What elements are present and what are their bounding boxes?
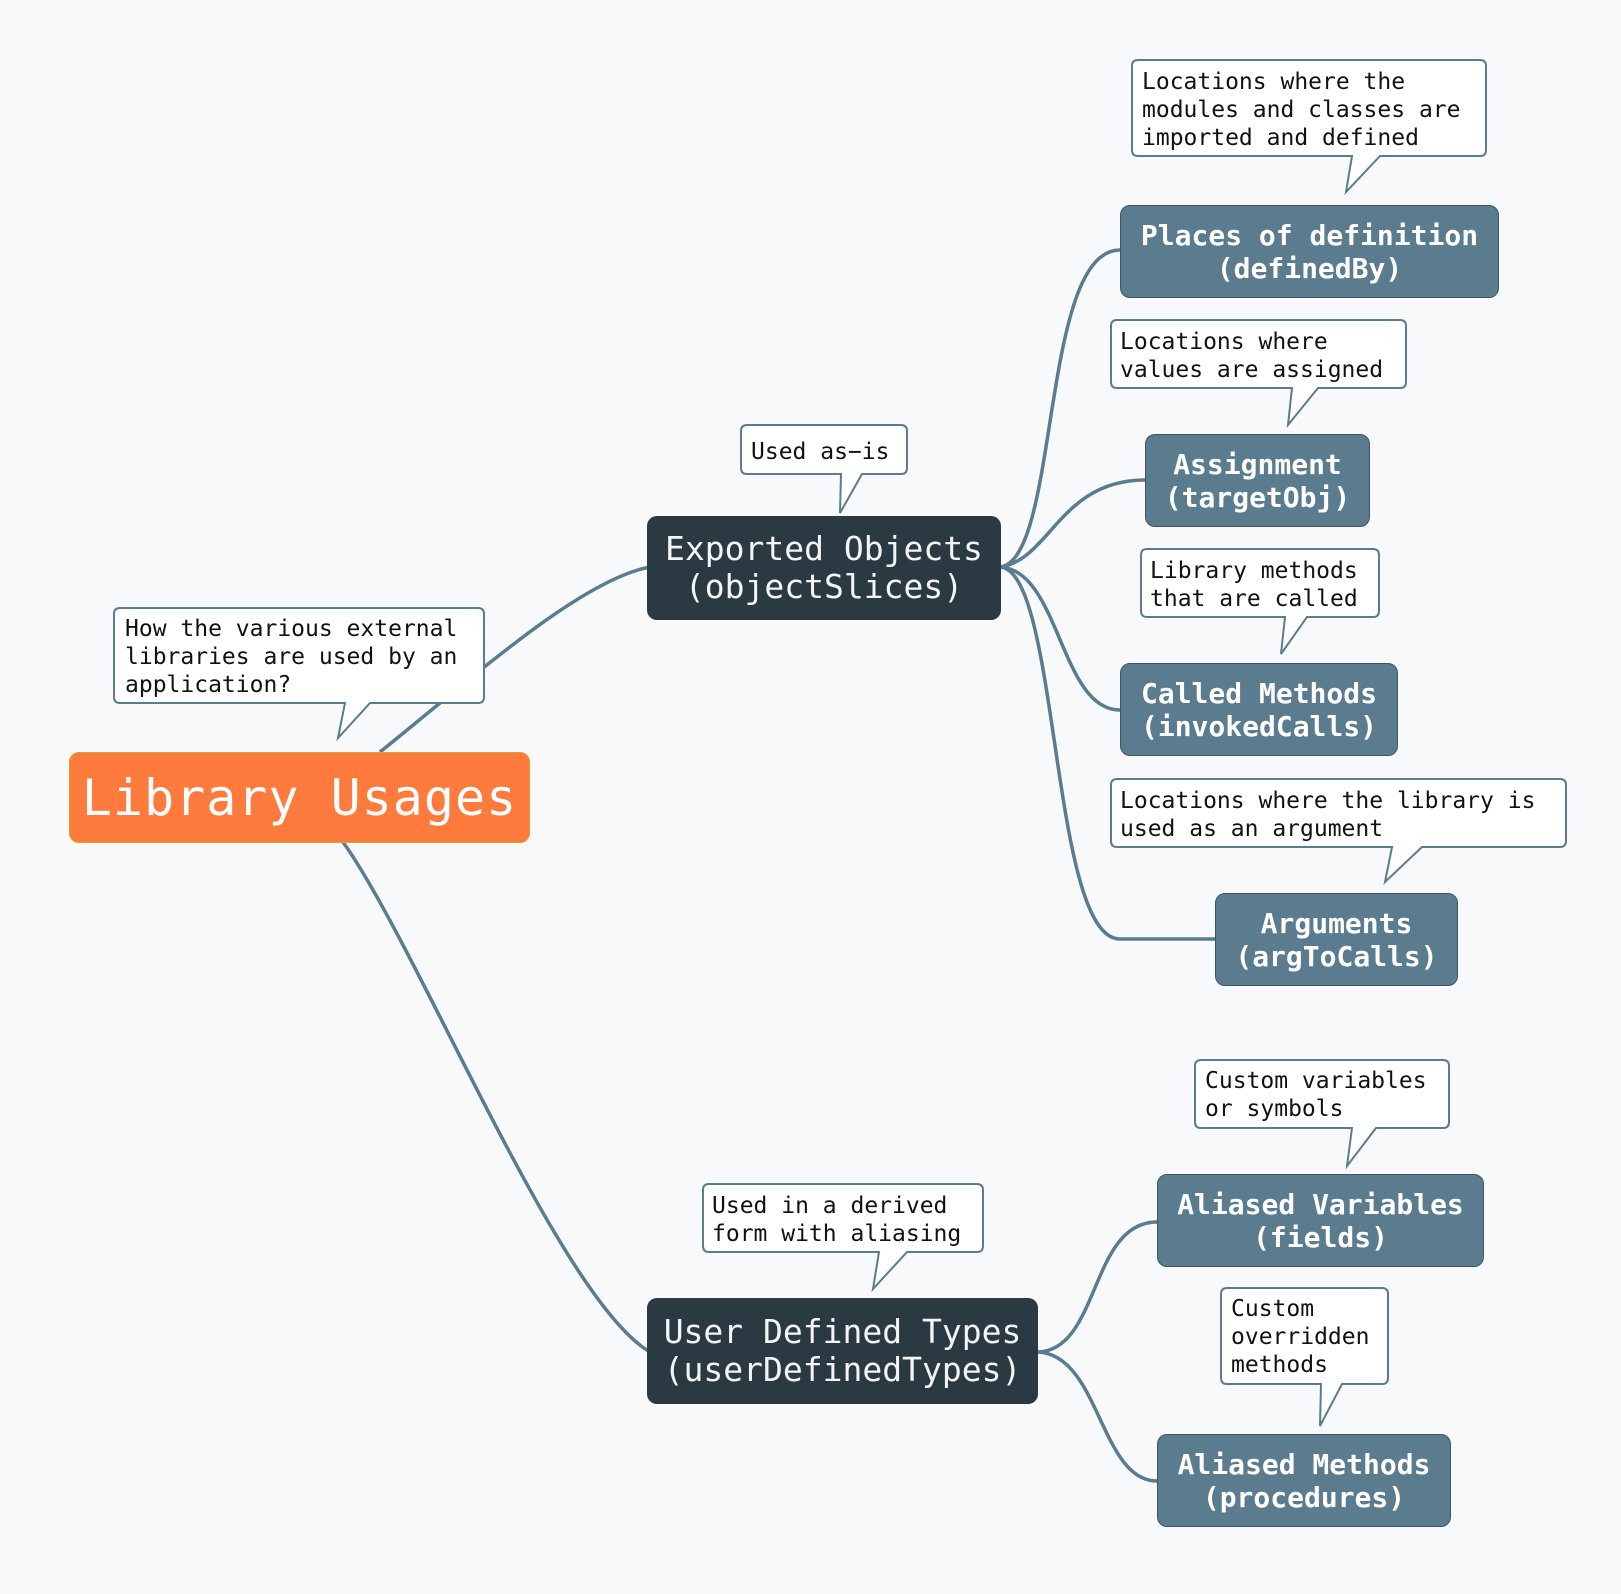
callout-line: Custom variables (1205, 1068, 1427, 1094)
callout-bubble-assignment (1110, 319, 1407, 429)
callout-line: overridden (1231, 1324, 1369, 1350)
branch-node-user-defined-types[interactable]: User Defined Types (userDefinedTypes) (647, 1298, 1038, 1404)
callout-bubble-called (1140, 548, 1380, 655)
callout-line: that are called (1150, 586, 1358, 612)
leaf-node-aliased-methods[interactable]: Aliased Methods (procedures) (1157, 1434, 1451, 1527)
callout-line: Custom (1231, 1296, 1314, 1322)
callout-line: form with aliasing (712, 1221, 961, 1247)
leaf-node-arguments[interactable]: Arguments (argToCalls) (1215, 893, 1458, 986)
leaf-label: Places of definition (1140, 218, 1479, 252)
callout-bubble-arguments (1110, 778, 1567, 885)
callout-line: How the various external (125, 616, 457, 642)
link-exported-called (999, 565, 1121, 712)
callout-bubble-aliasedmethods (1220, 1287, 1389, 1427)
link-root-exported (378, 565, 651, 754)
callout-bubble-userdefined (702, 1183, 984, 1293)
link-exported-arguments (999, 565, 1215, 941)
callout-bubble-aliasedvars (1194, 1059, 1450, 1170)
leaf-sublabel: (targetObj) (1164, 480, 1351, 514)
callout-bubble-exported (740, 424, 908, 514)
callout-bubble-root (113, 607, 485, 742)
callout-line: Library methods (1150, 558, 1358, 584)
link-root-userdefined (341, 840, 651, 1354)
callout-exported: Used as−is (751, 439, 889, 465)
branch-sublabel: (userDefinedTypes) (663, 1350, 1022, 1389)
leaf-sublabel: (argToCalls) (1235, 939, 1438, 973)
branch-label: Exported Objects (665, 529, 983, 568)
callout-line: Used in a derived (712, 1193, 947, 1219)
leaf-sublabel: (definedBy) (1216, 251, 1403, 285)
leaf-node-called-methods[interactable]: Called Methods (invokedCalls) (1120, 663, 1398, 756)
root-label: Library Usages (81, 768, 518, 827)
leaf-label: Aliased Variables (1177, 1187, 1464, 1221)
callout-line: libraries are used by an (125, 644, 457, 670)
callout-line: modules and classes are (1142, 97, 1461, 123)
root-node[interactable]: Library Usages (69, 752, 530, 843)
branch-node-exported-objects[interactable]: Exported Objects (objectSlices) (647, 516, 1001, 620)
leaf-label: Arguments (1260, 906, 1413, 940)
link-exported-assignment (999, 478, 1146, 569)
leaf-node-assignment[interactable]: Assignment (targetObj) (1145, 434, 1370, 527)
leaf-sublabel: (procedures) (1202, 1480, 1406, 1514)
leaf-node-places-of-definition[interactable]: Places of definition (definedBy) (1120, 205, 1499, 298)
callout-line: Locations where the (1142, 69, 1405, 95)
callout-line: used as an argument (1120, 816, 1383, 842)
callout-line: values are assigned (1120, 357, 1383, 383)
link-userdefined-aliasedvars (1037, 1220, 1158, 1354)
callout-bubble-definition (1131, 59, 1487, 196)
branch-sublabel: (objectSlices) (684, 567, 964, 606)
callout-line: methods (1231, 1352, 1328, 1378)
leaf-node-aliased-variables[interactable]: Aliased Variables (fields) (1157, 1174, 1484, 1267)
branch-label: User Defined Types (663, 1312, 1022, 1351)
callout-line: Locations where the library is (1120, 788, 1535, 814)
callout-line: or symbols (1205, 1096, 1343, 1122)
callout-line: Locations where (1120, 329, 1328, 355)
leaf-label: Aliased Methods (1177, 1447, 1431, 1481)
leaf-label: Assignment (1173, 447, 1342, 481)
callout-line: application? (125, 672, 291, 698)
link-userdefined-aliasedmethods (1037, 1350, 1158, 1483)
leaf-sublabel: (fields) (1253, 1220, 1388, 1254)
leaf-sublabel: (invokedCalls) (1140, 709, 1377, 743)
leaf-label: Called Methods (1140, 676, 1377, 710)
callout-line: Used as−is (751, 439, 889, 465)
callout-line: imported and defined (1142, 125, 1419, 151)
link-exported-definition (999, 248, 1121, 569)
